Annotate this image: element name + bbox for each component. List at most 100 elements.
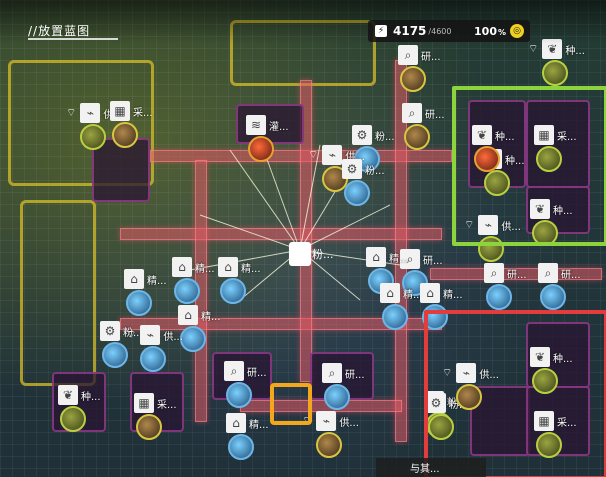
building-node-label: 研... <box>561 269 581 281</box>
resource-orb-icon <box>180 326 206 352</box>
highlight-box-red <box>424 310 606 477</box>
building-node[interactable]: ⌂精... <box>178 304 221 326</box>
building-node[interactable]: ⌂精... <box>420 282 463 304</box>
resource-orb-icon <box>140 346 166 372</box>
center-node-label: 粉... <box>312 248 334 261</box>
percent-value: 100 <box>474 24 497 38</box>
resource-orb-icon <box>428 414 454 440</box>
building-node-label: 种... <box>553 353 573 365</box>
resource-orb-icon <box>226 382 252 408</box>
building-node-label: 采... <box>557 131 577 143</box>
power-icon: ⌁ <box>140 325 161 345</box>
plant-icon: ❦ <box>530 347 550 367</box>
building-node-label: 采... <box>557 417 577 429</box>
refine-icon: ⌂ <box>218 257 238 277</box>
refine-icon: ⌂ <box>380 283 400 303</box>
building-node-label: 精... <box>201 311 221 323</box>
title-underline <box>28 38 118 40</box>
resource-orb-icon <box>136 414 162 440</box>
building-node-label: 精... <box>241 263 261 275</box>
building-node[interactable]: ⌂精... <box>124 268 167 290</box>
building-node[interactable]: ❦种... <box>530 198 573 220</box>
bottom-tab[interactable]: 与其... <box>376 458 486 477</box>
building-node[interactable]: ⌔⌁供... <box>308 144 365 166</box>
building-node[interactable]: ⚙粉... <box>352 124 395 146</box>
building-node-label: 精... <box>443 289 463 301</box>
placement-cursor-icon[interactable] <box>289 242 311 266</box>
building-node-label: 供... <box>479 369 499 381</box>
building-node[interactable]: ▦采... <box>134 392 177 414</box>
building-node[interactable]: ⌕研... <box>224 360 267 382</box>
power-icon: ⌁ <box>80 103 101 123</box>
resource-orb-icon <box>542 60 568 86</box>
building-node[interactable]: ⌕研... <box>402 102 445 124</box>
resource-orb-icon <box>382 304 408 330</box>
building-node-label: 研... <box>247 367 267 379</box>
building-node[interactable]: ⌕研... <box>484 262 527 284</box>
building-node[interactable]: ⌂精... <box>380 282 423 304</box>
bottom-tab-label: 与其... <box>410 464 440 475</box>
wifi-icon: ⌔ <box>308 148 319 161</box>
resource-orb-icon <box>248 136 274 162</box>
resource-orb-icon <box>474 146 500 172</box>
building-node[interactable]: ❦种... <box>472 124 515 146</box>
building-node[interactable]: ⌕研... <box>322 362 365 384</box>
building-node[interactable]: ⌔⌁供... <box>464 214 521 236</box>
irrigation-icon: ≋ <box>246 115 266 135</box>
page-title: //放置蓝图 <box>28 24 91 38</box>
wifi-icon: ⌔ <box>464 218 475 231</box>
building-node[interactable]: ⌕研... <box>538 262 581 284</box>
building-node[interactable]: ⌕研... <box>398 44 441 66</box>
resource-orb-icon <box>536 146 562 172</box>
building-node[interactable]: ❦种... <box>530 346 573 368</box>
building-node-label: 研... <box>423 255 443 267</box>
building-node[interactable]: ▦采... <box>110 100 153 122</box>
building-node[interactable]: ⚙粉... <box>342 158 385 180</box>
resource-orb-icon <box>532 220 558 246</box>
plant-icon: ❦ <box>530 199 550 219</box>
resource-orb-icon <box>316 432 342 458</box>
building-node[interactable]: ⚙粉... <box>100 320 143 342</box>
power-icon: ⚡ <box>375 25 387 37</box>
building-node[interactable]: ⌔⌁供... <box>442 362 499 384</box>
resource-orb-icon <box>400 66 426 92</box>
harvest-icon: ▦ <box>534 125 554 145</box>
building-node[interactable]: ⌂精... <box>172 256 215 278</box>
machine-block[interactable] <box>310 352 374 400</box>
resource-orb-icon <box>174 278 200 304</box>
building-node[interactable]: ⌂精... <box>218 256 261 278</box>
building-node[interactable]: ≋灌... <box>246 114 289 136</box>
building-node[interactable]: ▦采... <box>534 124 577 146</box>
resource-orb-icon <box>536 432 562 458</box>
refine-icon: ⌂ <box>124 269 144 289</box>
power-icon: ⌁ <box>316 411 337 431</box>
research-icon: ⌕ <box>484 263 504 283</box>
building-node[interactable]: ⌂精... <box>226 412 269 434</box>
harvest-icon: ▦ <box>110 101 130 121</box>
coin-icon[interactable]: ◎ <box>510 24 524 38</box>
research-icon: ⌕ <box>402 103 422 123</box>
building-node[interactable]: ⌔⌁供... <box>126 324 183 346</box>
grinder-icon: ⚙ <box>342 159 362 179</box>
resource-orb-icon <box>344 180 370 206</box>
building-node[interactable]: ⌔❦种... <box>528 38 585 60</box>
building-node[interactable]: ⌂精... <box>366 246 409 268</box>
resource-orb-icon <box>324 384 350 410</box>
building-node-label: 研... <box>425 109 445 121</box>
resource-orb-icon <box>126 290 152 316</box>
power-icon: ⌁ <box>456 363 477 383</box>
highlight-box-orange <box>270 383 312 425</box>
building-node-label: 研... <box>345 369 365 381</box>
resource-amount: 4175 <box>393 24 427 38</box>
refine-icon: ⌂ <box>172 257 192 277</box>
building-node[interactable]: ⌔⌁供... <box>302 410 359 432</box>
grinder-icon: ⚙ <box>426 393 446 413</box>
building-node[interactable]: ⌕研... <box>400 248 443 270</box>
harvest-icon: ▦ <box>534 411 554 431</box>
refine-icon: ⌂ <box>366 247 386 267</box>
resource-orb-icon <box>102 342 128 368</box>
building-node[interactable]: ▦采... <box>534 410 577 432</box>
building-node[interactable]: ❦种... <box>58 384 101 406</box>
building-node-label: 种... <box>505 155 525 167</box>
